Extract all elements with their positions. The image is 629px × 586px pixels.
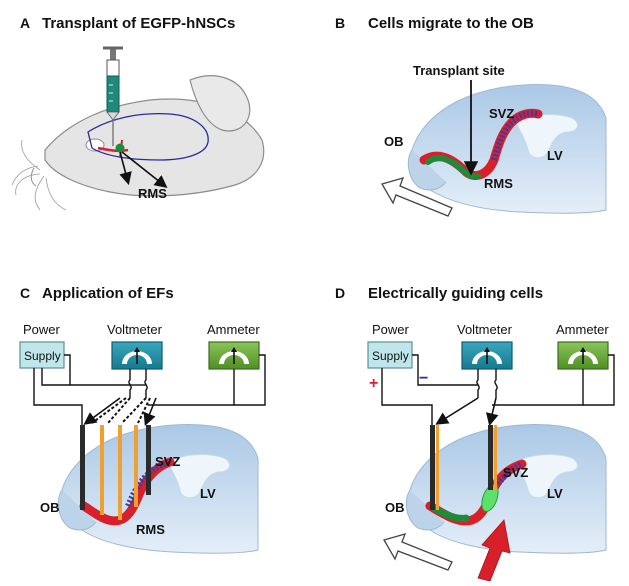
- rms-pointer-arrow: [119, 151, 132, 186]
- panel-d-power-label: Power: [372, 322, 410, 337]
- panel-a-letter: A: [20, 15, 30, 31]
- migration-arrow-icon: [381, 177, 453, 217]
- lateral-ventricle: [515, 114, 579, 159]
- panel-c-rms-label: RMS: [136, 522, 165, 537]
- panel-c-title: Application of EFs: [42, 285, 174, 302]
- migrating-cells: [425, 155, 481, 180]
- svz-region: [495, 461, 524, 486]
- panel-d: D Electrically guiding cells Power Suppl…: [335, 285, 615, 582]
- panel-c-voltmeter-label: Voltmeter: [107, 322, 163, 337]
- current-arrow: [486, 397, 499, 427]
- current-arrow: [83, 397, 121, 425]
- voltage-probe-lines: [91, 397, 151, 424]
- circuit-wires: [33, 354, 266, 425]
- panel-b-title: Cells migrate to the OB: [368, 15, 534, 32]
- panel-d-lv-label: LV: [547, 486, 563, 501]
- panel-b-ob-label: OB: [384, 134, 404, 149]
- panel-c-power-label: Power: [23, 322, 61, 337]
- panel-d-ammeter-label: Ammeter: [556, 322, 609, 337]
- guidance-arrow-icon: [477, 519, 511, 582]
- syringe-icon: [103, 46, 123, 146]
- panel-b-transplant-label: Transplant site: [413, 63, 505, 78]
- brain-sagittal: [411, 84, 607, 214]
- olfactory-bulb: [407, 149, 447, 191]
- panel-c: C Application of EFs Power Supply Voltme…: [19, 285, 266, 554]
- voltmeter-dial-icon: [111, 341, 163, 370]
- panel-a-title: Transplant of EGFP-hNSCs: [42, 15, 235, 32]
- svz-region: [491, 110, 539, 161]
- brain-sagittal: [409, 424, 607, 554]
- rat-head-drawing: [11, 75, 265, 211]
- panel-b-rms-label: RMS: [484, 176, 513, 191]
- panel-d-supply-label: Supply: [372, 349, 409, 363]
- migration-arrow-icon: [383, 533, 453, 571]
- circuit-wires: [381, 354, 615, 425]
- panel-d-svz-label: SVZ: [503, 465, 528, 480]
- panel-d-voltmeter-label: Voltmeter: [457, 322, 513, 337]
- voltmeter-dial-icon: [461, 341, 513, 370]
- ammeter-dial-icon: [557, 341, 609, 370]
- ammeter-dial-icon: [208, 341, 260, 370]
- panel-a: A Transplant of EGFP-hNSCs: [11, 15, 265, 211]
- panel-b-letter: B: [335, 15, 345, 31]
- panel-d-letter: D: [335, 285, 345, 301]
- lateral-ventricle: [167, 454, 231, 499]
- electrode-array: [430, 425, 497, 510]
- negative-terminal-sign: −: [419, 370, 428, 387]
- olfactory-bulb: [57, 489, 97, 531]
- panel-b-lv-label: LV: [547, 148, 563, 163]
- electrode-array: [80, 425, 151, 520]
- panel-b: B Cells migrate to the OB Transplant sit…: [335, 15, 607, 217]
- positive-terminal-sign: +: [369, 375, 378, 392]
- panel-c-lv-label: LV: [200, 486, 216, 501]
- current-arrow: [143, 397, 157, 426]
- panel-c-letter: C: [20, 285, 30, 301]
- panel-b-svz-label: SVZ: [489, 106, 514, 121]
- panel-a-rms-label: RMS: [138, 186, 167, 201]
- panel-d-ob-label: OB: [385, 500, 405, 515]
- lateral-ventricle: [515, 454, 579, 499]
- rms-pathway: [79, 457, 175, 526]
- panel-c-ammeter-label: Ammeter: [207, 322, 260, 337]
- panel-d-title: Electrically guiding cells: [368, 285, 543, 302]
- rms-pointer-arrow: [121, 151, 168, 188]
- panel-c-supply-label: Supply: [24, 349, 61, 363]
- power-supply-box: [367, 341, 413, 369]
- panel-c-ob-label: OB: [40, 500, 60, 515]
- panel-c-svz-label: SVZ: [155, 454, 180, 469]
- olfactory-bulb: [405, 489, 445, 531]
- current-arrow: [435, 397, 479, 425]
